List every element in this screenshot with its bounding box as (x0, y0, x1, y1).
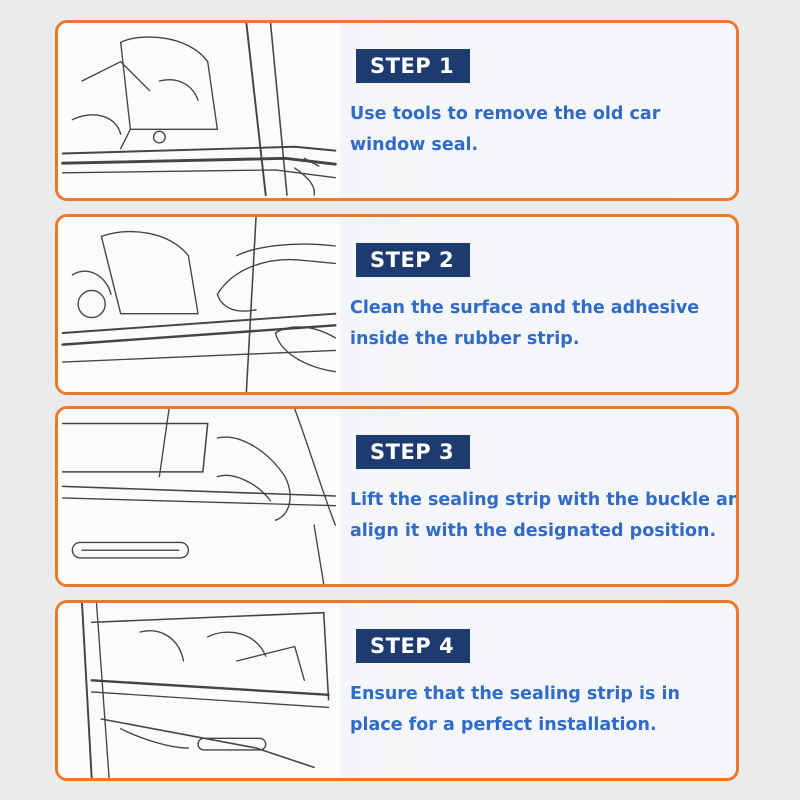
step-label: STEP 3 (356, 435, 471, 469)
step-label: STEP 4 (356, 629, 471, 663)
door-handle-strip-alignment-illustration (58, 409, 340, 584)
step-description: Clean the surface and the adhesive insid… (350, 293, 736, 355)
step-description: Use tools to remove the old car window s… (350, 99, 736, 161)
step-description-line: Use tools to remove the old car (350, 104, 661, 124)
step-card-3: STEP 3 Lift the sealing strip with the b… (55, 406, 739, 587)
step-card-1: STEP 1 Use tools to remove the old car w… (55, 20, 739, 201)
step-card-2: STEP 2 Clean the surface and the adhesiv… (55, 214, 739, 395)
step-description-line: inside the rubber strip. (350, 329, 580, 349)
step-description-line: window seal. (350, 135, 479, 155)
step-description-line: Lift the sealing strip with the buckle a… (350, 490, 739, 510)
step-label: STEP 1 (356, 49, 471, 83)
car-door-seal-installed-illustration (58, 603, 340, 778)
step-description: Lift the sealing strip with the buckle a… (350, 485, 739, 547)
step-label: STEP 2 (356, 243, 471, 277)
step-description-line: place for a perfect installation. (350, 715, 657, 735)
hands-cleaning-strip-illustration (58, 217, 340, 392)
step-description: Ensure that the sealing strip is in plac… (350, 679, 736, 741)
car-interior-seal-removal-illustration (58, 23, 340, 198)
step-description-line: Clean the surface and the adhesive (350, 298, 700, 318)
step-description-line: Ensure that the sealing strip is in (350, 684, 680, 704)
step-description-line: align it with the designated position. (350, 521, 717, 541)
step-card-4: STEP 4 Ensure that the sealing strip is … (55, 600, 739, 781)
